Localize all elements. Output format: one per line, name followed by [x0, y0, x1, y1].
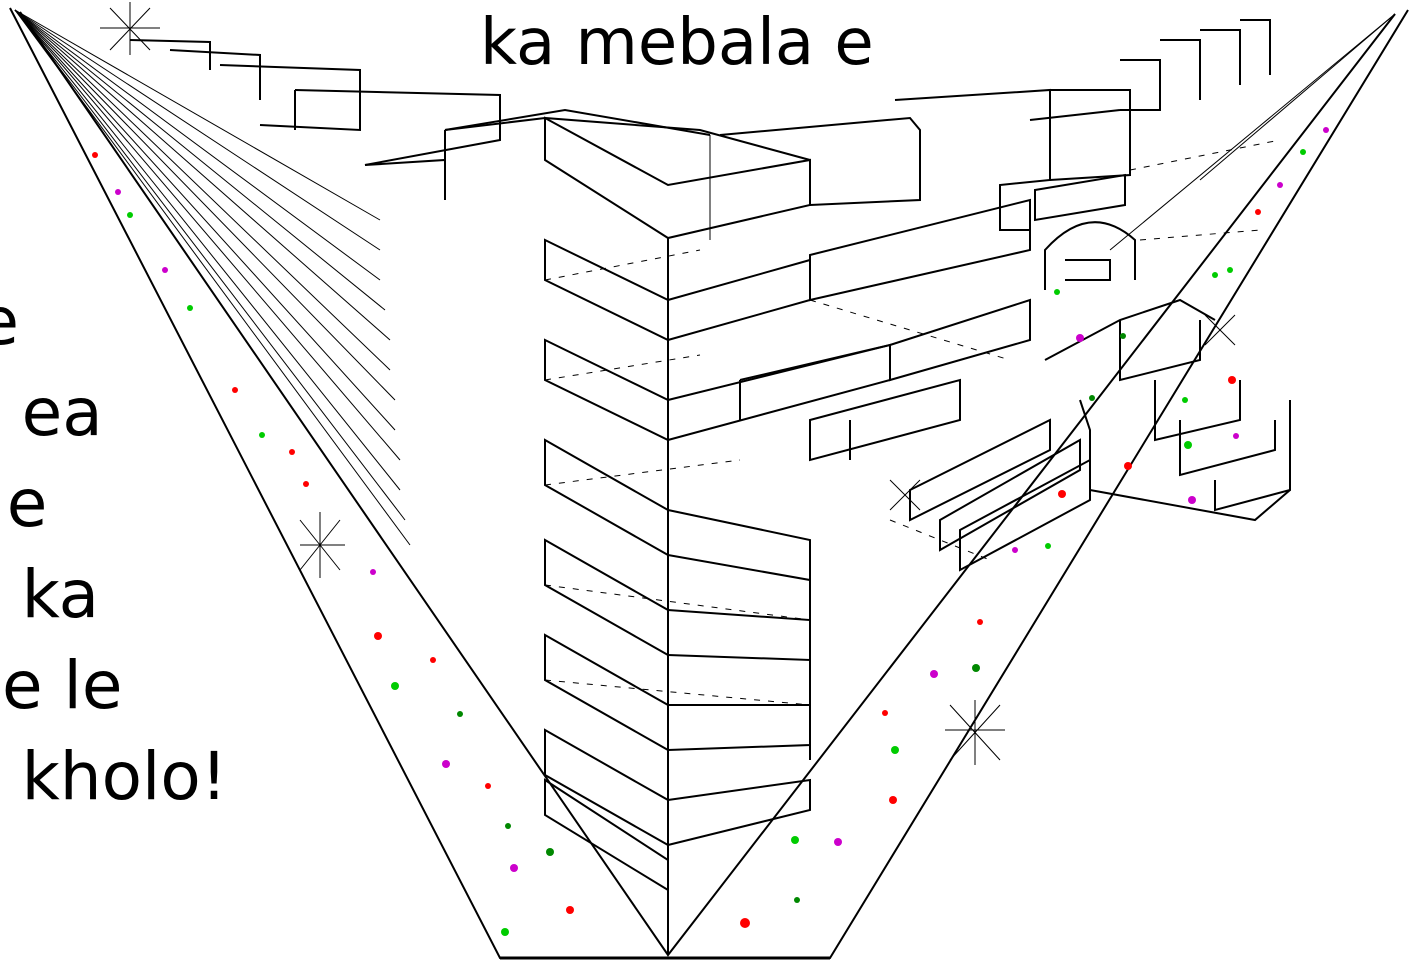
sparkle-star-icon: [100, 2, 160, 55]
sparkle-star-icon: [299, 512, 345, 578]
slide-title: ka mebala e: [480, 6, 874, 80]
side-text-line: e ea: [0, 374, 103, 451]
side-text-block: e le e ea ) e e ka , e le e kholo!: [0, 185, 227, 822]
sparkle-star-icon: [889, 479, 921, 511]
sparkle-star-icon: [1204, 314, 1236, 346]
side-text-line: e ka: [0, 556, 100, 633]
street-dots: [92, 127, 1329, 936]
side-text-line: , e le: [0, 647, 123, 724]
side-text-line: le: [0, 276, 227, 367]
side-text-line: e: [0, 185, 227, 276]
side-text-line: e kholo!: [0, 738, 228, 815]
side-text-line: ) e: [0, 465, 48, 542]
sparkle-star-icon: [945, 700, 1005, 765]
